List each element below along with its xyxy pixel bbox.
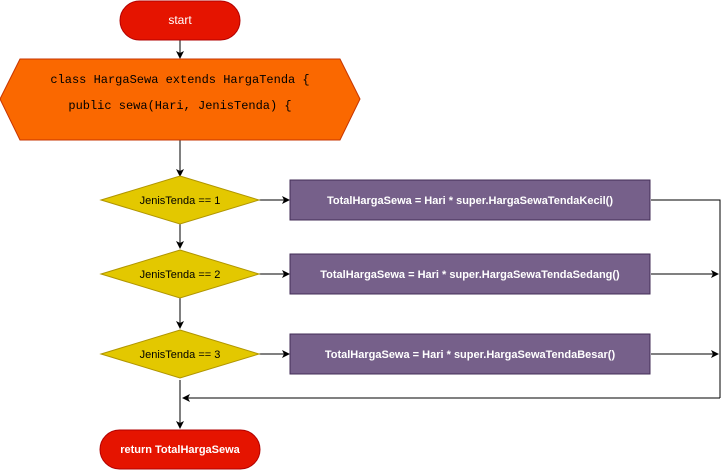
process-label: TotalHargaSewa = Hari * super.HargaSewaT… [320, 269, 620, 281]
start-node[interactable]: start [119, 0, 241, 41]
decision-shape [99, 175, 261, 225]
decision-label: JenisTenda == 2 [140, 269, 221, 281]
process-shape [289, 253, 651, 295]
decision-jenistenda-2[interactable]: JenisTenda == 2 [99, 249, 261, 299]
class-definition-line1: class HargaSewa extends HargaTenda { [50, 73, 309, 87]
process-tenda-sedang[interactable]: TotalHargaSewa = Hari * super.HargaSewaT… [289, 253, 651, 295]
decision-shape [99, 329, 261, 379]
decision-jenistenda-1[interactable]: JenisTenda == 1 [99, 175, 261, 225]
process-label: TotalHargaSewa = Hari * super.HargaSewaT… [327, 195, 613, 207]
end-label: return TotalHargaSewa [120, 444, 240, 456]
end-node[interactable]: return TotalHargaSewa [99, 429, 261, 470]
class-definition-node[interactable]: class HargaSewa extends HargaTenda { pub… [0, 58, 361, 141]
end-shape [99, 429, 261, 470]
process-tenda-besar[interactable]: TotalHargaSewa = Hari * super.HargaSewaT… [289, 333, 651, 375]
class-definition-shape [0, 58, 361, 141]
decision-jenistenda-3[interactable]: JenisTenda == 3 [99, 329, 261, 379]
process-tenda-kecil[interactable]: TotalHargaSewa = Hari * super.HargaSewaT… [289, 179, 651, 221]
class-definition-line2: public sewa(Hari, JenisTenda) { [68, 99, 291, 113]
start-label: start [168, 13, 192, 27]
process-shape [289, 179, 651, 221]
decision-label: JenisTenda == 1 [140, 195, 221, 207]
decision-shape [99, 249, 261, 299]
process-shape [289, 333, 651, 375]
edge-proc1-merge [651, 199, 721, 398]
start-shape [119, 0, 241, 41]
decision-label: JenisTenda == 3 [140, 349, 221, 361]
edges [176, 40, 721, 429]
process-label: TotalHargaSewa = Hari * super.HargaSewaT… [325, 349, 616, 361]
